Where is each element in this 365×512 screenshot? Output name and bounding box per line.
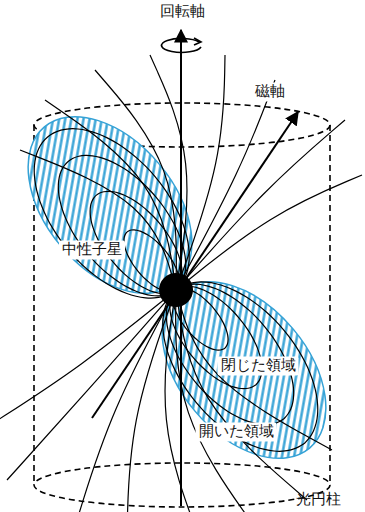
closed-field-line xyxy=(34,129,189,298)
rotation-arrow xyxy=(162,38,201,52)
axis-label: 回転軸 xyxy=(160,3,205,20)
open-field-line xyxy=(7,290,176,480)
magnetic-axis xyxy=(92,112,298,418)
open-field-line xyxy=(176,290,257,512)
open-field-line xyxy=(176,80,275,290)
closed-field-line xyxy=(58,155,185,295)
closed-field-line xyxy=(163,282,318,451)
region-label: 閉じた領域 xyxy=(218,356,299,375)
open-field-line xyxy=(45,100,176,290)
open-field-line xyxy=(176,175,362,290)
open-field-line xyxy=(77,290,176,512)
axis-label: 磁軸 xyxy=(252,82,288,101)
open-field-line xyxy=(176,120,345,290)
open-field-line xyxy=(0,290,176,425)
cylinder-label: 光円柱 xyxy=(296,491,341,508)
region-label: 開いた領域 xyxy=(196,422,277,441)
open-field-line xyxy=(20,150,176,290)
star-label: 中性子星 xyxy=(59,240,125,259)
open-field-line xyxy=(176,290,332,450)
open-field-line xyxy=(165,290,202,512)
closed-region-lobes xyxy=(0,86,359,490)
open-field-line xyxy=(176,55,225,290)
open-field-line xyxy=(176,290,307,500)
neutron-star xyxy=(159,273,193,307)
rotation-axis xyxy=(180,30,182,506)
